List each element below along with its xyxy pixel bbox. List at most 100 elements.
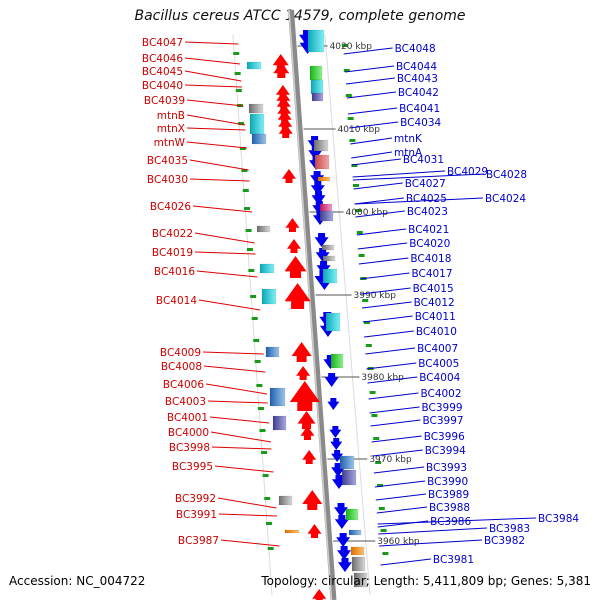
right-tick-mark: [353, 184, 359, 187]
right-gene-arrow: [331, 450, 344, 462]
left-gene-label: BC4030: [147, 174, 188, 186]
right-tick-mark: [377, 484, 383, 487]
right-gene-label: BC4023: [407, 206, 448, 218]
left-gene-label: mtnX: [157, 123, 185, 135]
feature-box: [256, 225, 271, 233]
left-gene-arrow: [284, 256, 307, 278]
right-leader-line: [357, 242, 408, 250]
left-gene-label: BC4035: [147, 155, 188, 167]
feature-box: [317, 176, 331, 182]
left-tick-mark: [235, 89, 242, 92]
left-tick-mark: [264, 497, 271, 500]
right-gene-arrow: [314, 233, 329, 247]
left-gene-label: BC4014: [156, 295, 197, 307]
left-tick-mark: [261, 451, 268, 454]
left-gene-arrow: [312, 589, 327, 600]
right-gene-label: BC3994: [425, 445, 466, 457]
left-leader-line: [189, 178, 250, 182]
left-leader-line: [194, 251, 256, 255]
left-tick-mark: [250, 295, 257, 298]
left-leader-line: [211, 446, 272, 450]
kbp-tick-label: 3990 kbp: [354, 291, 397, 301]
left-gene-label: BC4009: [160, 347, 201, 359]
right-leader-line: [345, 77, 395, 85]
left-leader-line: [207, 400, 268, 404]
left-gene-arrow: [285, 218, 300, 232]
right-leader-line: [366, 362, 417, 370]
right-gene-label: BC3990: [427, 476, 468, 488]
feature-box: [269, 387, 286, 407]
left-gene-arrow: [302, 450, 317, 464]
feature-box: [310, 79, 324, 95]
left-gene-arrow: [297, 411, 316, 429]
left-leader-line: [186, 127, 246, 131]
right-gene-arrow: [330, 438, 343, 450]
feature-box: [341, 469, 357, 486]
left-leader-line: [220, 539, 280, 547]
right-gene-label: BC3996: [424, 431, 465, 443]
feature-box: [259, 263, 275, 274]
left-tick-mark: [238, 122, 245, 125]
right-tick-mark: [355, 209, 361, 212]
right-gene-label: BC4021: [408, 224, 449, 236]
right-gene-label: BC3988: [429, 502, 470, 514]
right-leader-line: [351, 158, 401, 166]
right-leader-line: [368, 392, 419, 400]
right-leader-line: [355, 210, 405, 218]
right-leader-line: [356, 228, 407, 236]
right-gene-arrow: [316, 261, 331, 275]
right-gene-label: BC4007: [417, 343, 458, 355]
right-tick-mark: [373, 437, 380, 440]
left-tick-mark: [246, 248, 253, 251]
kbp-tick-label: 3970 kbp: [369, 455, 412, 465]
right-gene-label: BC3984: [538, 513, 579, 525]
feature-box: [353, 572, 368, 588]
left-leader-line: [192, 205, 253, 213]
right-leader-line: [352, 170, 446, 178]
left-gene-arrow: [277, 110, 292, 124]
left-leader-line: [218, 513, 278, 517]
left-gene-label: BC4003: [165, 396, 206, 408]
feature-box: [284, 529, 300, 534]
genome-summary-text: Topology: circular; Length: 5,411,809 bp…: [261, 574, 591, 588]
right-gene-arrow: [337, 558, 352, 572]
right-leader-line: [360, 287, 411, 295]
right-leader-line: [358, 257, 409, 265]
right-gene-label: BC4024: [485, 193, 526, 205]
left-tick-mark: [262, 474, 269, 477]
right-gene-label: BC4002: [420, 388, 461, 400]
kbp-tick-label: 3960 kbp: [377, 537, 420, 547]
right-gene-label: BC3982: [484, 535, 525, 547]
right-gene-label: BC4041: [399, 103, 440, 115]
right-gene-label: BC4020: [409, 238, 450, 250]
right-tick-mark: [345, 94, 352, 97]
left-tick-mark: [239, 147, 246, 150]
left-gene-label: BC4046: [142, 53, 183, 65]
right-gene-label: BC4043: [397, 73, 438, 85]
right-gene-label: BC4025: [406, 193, 447, 205]
right-gene-arrow: [324, 373, 339, 387]
right-gene-label: BC3989: [428, 489, 469, 501]
right-tick-mark: [375, 461, 382, 464]
right-gene-label: BC4031: [403, 154, 444, 166]
left-gene-label: BC4006: [163, 379, 204, 391]
right-leader-line: [378, 527, 488, 535]
left-gene-arrow: [273, 62, 290, 78]
right-gene-label: mtnA: [394, 147, 423, 159]
chromosome-backbone: [288, 9, 337, 600]
left-leader-line: [209, 416, 270, 424]
right-tick-mark: [343, 69, 350, 72]
feature-box: [265, 346, 280, 358]
left-tick-mark: [256, 384, 263, 387]
left-gene-label: BC4008: [161, 361, 202, 373]
right-gene-label: BC4018: [410, 253, 451, 265]
left-track-line: [232, 34, 273, 596]
right-gene-arrow: [310, 181, 325, 195]
right-gene-arrow: [327, 398, 340, 410]
feature-box: [319, 210, 334, 222]
right-leader-line: [359, 272, 410, 280]
right-leader-line: [375, 493, 427, 501]
left-leader-line: [202, 351, 264, 355]
